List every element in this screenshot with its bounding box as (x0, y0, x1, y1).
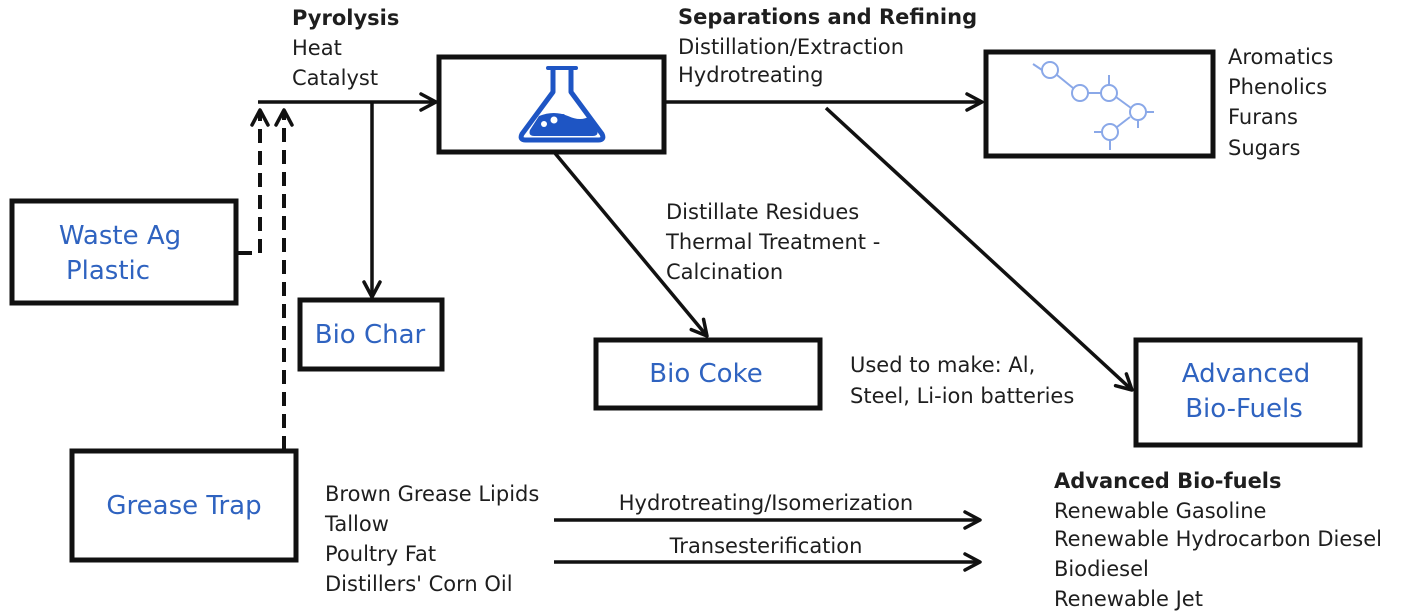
bio-coke-use-line: Steel, Li-ion batteries (850, 384, 1074, 408)
advanced-bio-fuels-box (1133, 337, 1363, 448)
separations-title: Separations and Refining (678, 5, 977, 29)
advanced-biofuels-list-title: Advanced Bio-fuels (1054, 469, 1282, 493)
bio-char-box (297, 297, 445, 372)
advanced-biofuels-item: Biodiesel (1054, 557, 1149, 581)
separations-line: Hydrotreating (678, 63, 823, 87)
advanced-bio-fuels-label-line2: Bio-Fuels (1185, 394, 1303, 424)
bio-coke-arrow (552, 150, 709, 338)
bio-coke-use-line: Used to make: Al, (850, 353, 1035, 377)
residues-line: Thermal Treatment - (665, 230, 880, 254)
product-item: Phenolics (1228, 75, 1327, 99)
connectors (238, 92, 1134, 572)
advanced-biofuels-arrow (824, 106, 1134, 392)
flask-icon (518, 66, 606, 143)
product-item: Sugars (1228, 136, 1300, 160)
lipid-item: Distillers' Corn Oil (325, 572, 513, 596)
waste-plastic-dashed-feed (238, 108, 270, 255)
waste-ag-plastic-box (9, 198, 239, 306)
molecule-icon (1032, 61, 1154, 150)
lipid-item: Tallow (324, 512, 389, 536)
pyrolysis-title: Pyrolysis (292, 6, 399, 30)
lipid-item: Brown Grease Lipids (325, 482, 539, 506)
lipid-item: Poultry Fat (325, 542, 436, 566)
products-box (983, 49, 1216, 159)
grease-trap-label: Grease Trap (106, 491, 261, 521)
product-item: Aromatics (1228, 45, 1333, 69)
waste-ag-plastic-label-line2: Plastic (66, 256, 150, 286)
separations-line: Distillation/Extraction (678, 35, 904, 59)
advanced-bio-fuels-label-line1: Advanced (1182, 359, 1310, 389)
bio-char-label: Bio Char (315, 320, 426, 350)
residues-line: Calcination (666, 260, 783, 284)
advanced-biofuels-item: Renewable Hydrocarbon Diesel (1054, 527, 1382, 551)
advanced-biofuels-item: Renewable Gasoline (1054, 499, 1266, 523)
pyrolysis-line: Catalyst (292, 66, 378, 90)
waste-ag-plastic-label-line1: Waste Ag (59, 221, 181, 251)
bio-coke-label: Bio Coke (649, 359, 762, 389)
hydrotreating-route-label: Hydrotreating/Isomerization (619, 491, 914, 515)
transesterification-route-label: Transesterification (669, 534, 863, 558)
product-item: Furans (1228, 105, 1298, 129)
advanced-biofuels-item: Renewable Jet (1054, 587, 1203, 611)
pyrolysis-line: Heat (292, 36, 342, 60)
grease-trap-box (69, 448, 299, 563)
residues-line: Distillate Residues (666, 200, 859, 224)
bio-coke-box (593, 337, 823, 411)
